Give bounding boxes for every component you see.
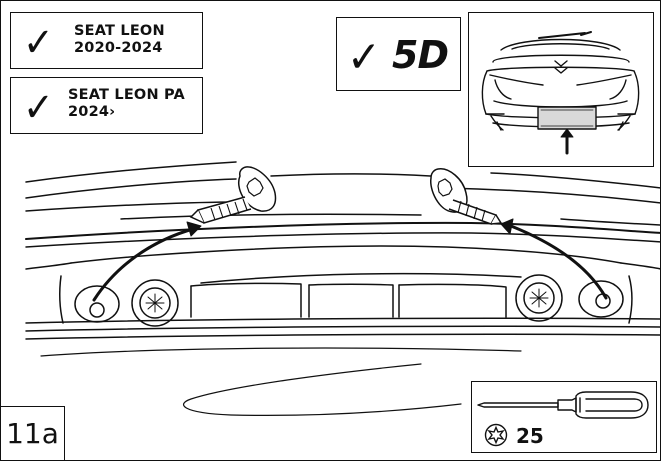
variant-box: ✓ 5D (336, 17, 461, 91)
model-years: 2024› (68, 104, 116, 120)
check-icon: ✓ (23, 85, 54, 131)
check-icon: ✓ (23, 20, 54, 66)
step-label: 11a (1, 406, 65, 460)
model-years: 2020-2024 (74, 40, 163, 56)
tool-box: 25 (471, 381, 657, 453)
check-icon: ✓ (347, 32, 381, 83)
model-name: SEAT LEON (74, 23, 165, 39)
car-rear-inset (468, 12, 654, 167)
torx-size: 25 (516, 424, 544, 448)
variant-label: 5D (392, 33, 449, 77)
model-name: SEAT LEON PA (68, 87, 185, 103)
torx-icon (484, 423, 508, 447)
screw-icon (430, 168, 503, 225)
screwdriver-icon (477, 391, 649, 419)
model-box-leon-pa: ✓ SEAT LEON PA 2024› (10, 77, 203, 134)
car-rear-icon (481, 31, 640, 155)
model-box-leon-2020: ✓ SEAT LEON 2020-2024 (10, 12, 203, 69)
screw-icon (189, 166, 277, 224)
